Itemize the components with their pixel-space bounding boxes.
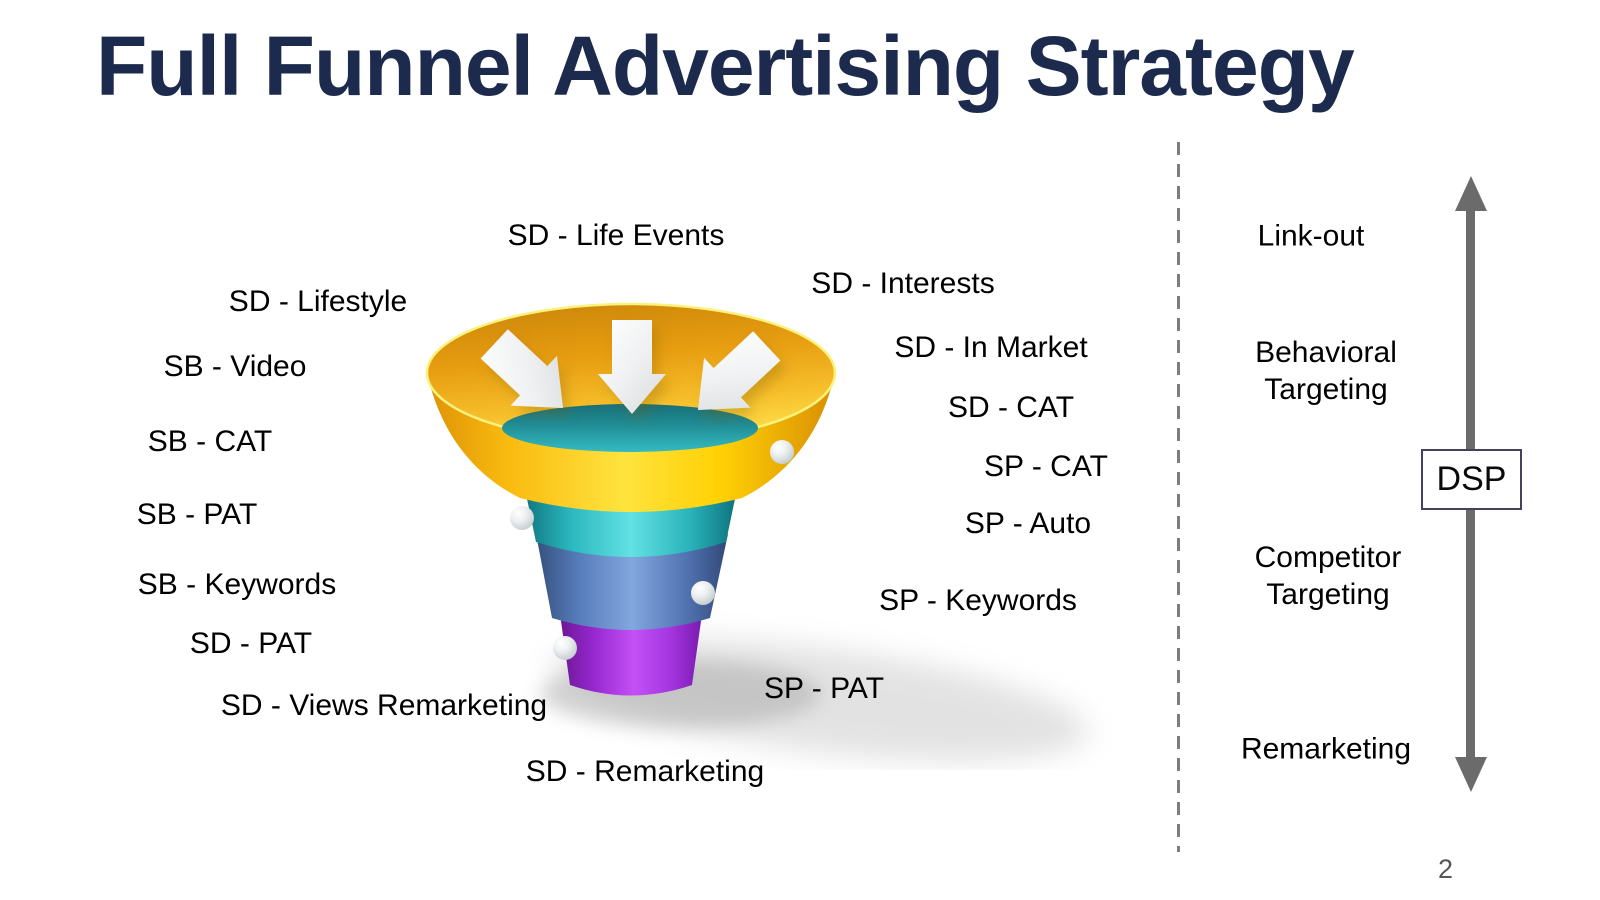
funnel-pool xyxy=(502,404,758,452)
dsp-panel-label-link-out: Link-out xyxy=(1258,218,1365,255)
dsp-range-arrow-up-icon xyxy=(1455,176,1487,211)
funnel-label-sd-views-remarketing: SD - Views Remarketing xyxy=(220,689,548,722)
page-title: Full Funnel Advertising Strategy xyxy=(96,19,1355,113)
funnel-stage-purple xyxy=(560,614,702,696)
inflow-arrow-right xyxy=(698,331,781,410)
funnel-stage-blue xyxy=(536,534,728,630)
funnel-label-sp-cat: SP - CAT xyxy=(984,450,1108,483)
funnel-label-sd-cat: SD - CAT xyxy=(947,391,1075,424)
funnel-illustration xyxy=(425,302,1089,762)
inflow-arrow-center xyxy=(598,320,666,414)
dsp-panel-label-line: Behavioral xyxy=(1255,336,1397,369)
funnel-label-sb-keywords: SB - Keywords xyxy=(137,568,337,601)
dsp-panel-label-line: Link-out xyxy=(1257,219,1365,253)
funnel-edge-spheres xyxy=(510,440,794,660)
funnel-label-sp-keywords: SP - Keywords xyxy=(879,584,1077,617)
funnel-label-sd-remarketing: SD - Remarketing xyxy=(525,755,765,788)
funnel-label-sd-in-market: SD - In Market xyxy=(894,331,1088,364)
funnel-label-sd-lifestyle: SD - Lifestyle xyxy=(228,285,408,318)
dsp-panel-label-line: Competitor xyxy=(1254,541,1402,574)
dsp-panel-label-line: Remarketing xyxy=(1240,732,1412,766)
funnel-label-sd-interests: SD - Interests xyxy=(811,267,995,300)
funnel-label-sb-video: SB - Video xyxy=(163,350,307,383)
page-number: 2 xyxy=(1438,854,1454,884)
dsp-panel-label-behavioral-targeting: Behavioral Targeting xyxy=(1255,334,1397,408)
funnel-label-sp-pat: SP - PAT xyxy=(763,672,885,705)
dsp-box: DSP xyxy=(1421,449,1522,510)
funnel-label-sd-life-events: SD - Life Events xyxy=(507,219,725,252)
funnel-stage-teal xyxy=(526,494,736,557)
dsp-panel-label-line: Targeting xyxy=(1264,373,1388,406)
funnel-label-sb-pat: SB - PAT xyxy=(136,498,258,531)
dsp-range-arrow-down-icon xyxy=(1455,757,1487,792)
inflow-arrow-left xyxy=(480,329,563,408)
dsp-box-label: DSP xyxy=(1436,460,1507,498)
section-divider xyxy=(1177,142,1180,852)
dsp-panel-label-remarketing: Remarketing xyxy=(1241,731,1411,768)
funnel-label-sp-auto: SP - Auto xyxy=(964,507,1092,540)
funnel-label-sb-cat: SB - CAT xyxy=(147,425,273,458)
dsp-panel-label-line: Targeting xyxy=(1266,578,1390,611)
dsp-panel-label-competitor-targeting: Competitor Targeting xyxy=(1255,539,1402,613)
funnel-label-sd-pat: SD - PAT xyxy=(189,627,313,660)
